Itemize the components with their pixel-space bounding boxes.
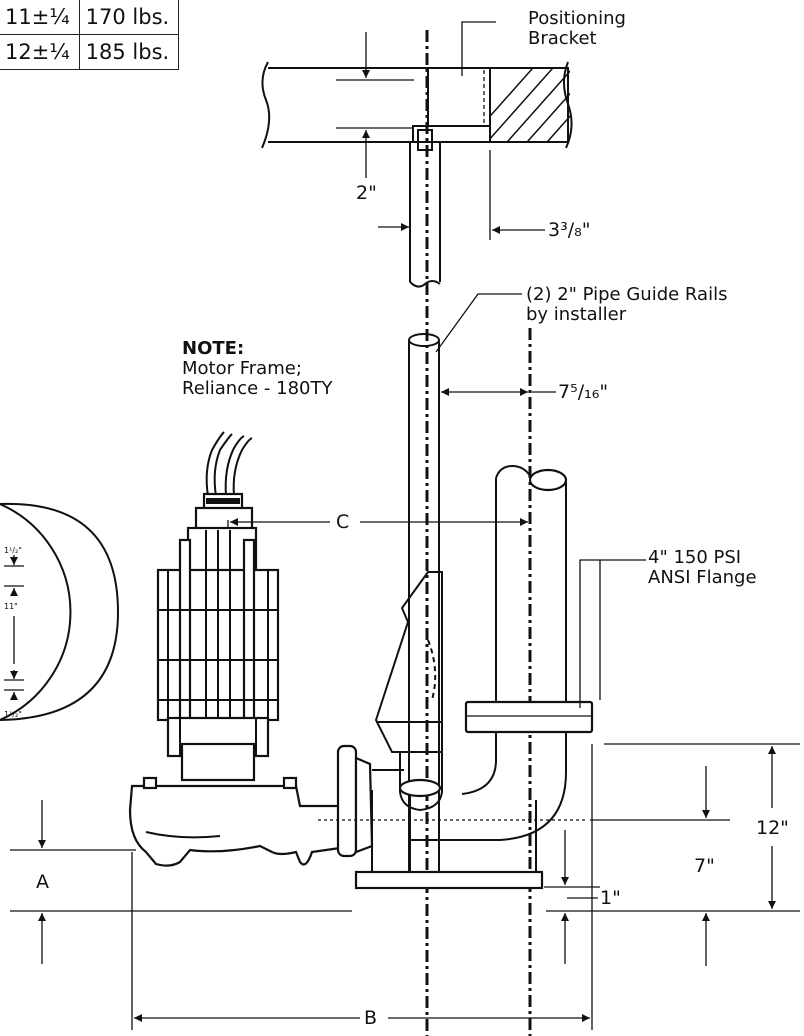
- rail-diameter-label: 2": [356, 182, 377, 204]
- dimension-c: [227, 518, 528, 528]
- slab-thickness-dimension: [336, 32, 414, 178]
- bracket-offset-label: 3³/₈": [548, 219, 591, 241]
- note-heading: NOTE:: [182, 338, 245, 359]
- motor-frame-note: NOTE: Motor Frame; Reliance - 180TY: [182, 339, 332, 399]
- upper-guide-rail: [409, 142, 441, 288]
- dimension-b-label: B: [364, 1007, 378, 1029]
- dimension-a: [10, 800, 352, 964]
- dimension-a-label: A: [36, 871, 49, 893]
- detail-bot-label: 1¹/₂": [4, 710, 22, 719]
- guide-bracket: [374, 571, 443, 753]
- flange-leader: [579, 559, 646, 708]
- table-cell-weight: 170 lbs.: [78, 0, 180, 35]
- floor-slab: [261, 61, 573, 151]
- flange-label: 4" 150 PSI ANSI Flange: [648, 548, 757, 588]
- height-1-label: 1": [600, 887, 621, 909]
- detail-mid-label: 11": [4, 602, 18, 611]
- label-line: (2) 2" Pipe Guide Rails: [526, 284, 728, 305]
- detail-view: [0, 502, 120, 721]
- positioning-bracket-leader: [461, 21, 496, 76]
- height-12-label: 12": [756, 817, 789, 839]
- rail-offset-dimension: [378, 150, 545, 240]
- dimension-c-label: C: [336, 511, 350, 533]
- table-cell-dimension: 11±¼: [0, 0, 80, 35]
- note-line: Motor Frame;: [182, 358, 302, 379]
- submersible-pump: [128, 431, 404, 867]
- table-row: 11±¼ 170 lbs.: [0, 0, 180, 35]
- table-cell-weight: 185 lbs.: [78, 34, 180, 70]
- guide-rails-label: (2) 2" Pipe Guide Rails by installer: [526, 285, 727, 325]
- table-cell-dimension: 12±¼: [0, 34, 80, 70]
- discharge-pipe: [410, 464, 594, 841]
- rail-offset-label: 7⁵/₁₆": [558, 381, 609, 403]
- height-7-label: 7": [694, 855, 715, 877]
- table-row: 12±¼ 185 lbs.: [0, 34, 180, 70]
- guide-rails-leader: [435, 293, 522, 353]
- base-plate: [354, 752, 544, 890]
- positioning-bracket-label: Positioning Bracket: [528, 9, 626, 49]
- label-line: ANSI Flange: [648, 567, 757, 588]
- label-line: Bracket: [528, 28, 597, 49]
- label-line: by installer: [526, 304, 627, 325]
- note-line: Reliance - 180TY: [182, 378, 333, 399]
- detail-top-label: 1¹/₂": [4, 546, 22, 555]
- weights-table: 11±¼ 170 lbs. 12±¼ 185 lbs.: [0, 0, 180, 70]
- height-dimensions: [544, 743, 800, 966]
- label-line: Positioning: [528, 8, 626, 29]
- label-line: 4" 150 PSI: [648, 547, 742, 568]
